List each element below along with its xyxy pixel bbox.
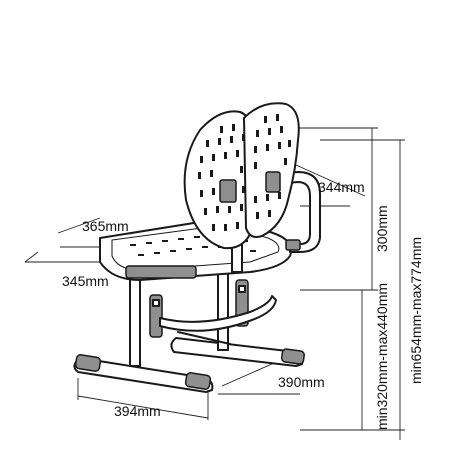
seat-bracket (125, 265, 197, 279)
seat-width-arrow (57, 217, 101, 234)
label-base-width: 394mm (114, 403, 161, 419)
label-backrest-height: 300mm (374, 205, 390, 252)
rear-leg-outer (217, 269, 229, 351)
backrest-bracket-left (219, 179, 237, 203)
backrest-bracket-right (265, 171, 281, 193)
lower-crossbar (177, 331, 231, 345)
backrest-width-arrow (295, 164, 366, 197)
seat-depth-arrow (24, 251, 39, 263)
label-seat-width: 365mm (82, 218, 129, 234)
front-foot-cap-right (184, 372, 212, 390)
front-foot-cap-left (74, 354, 102, 372)
dimension-labels: 365mm 345mm 344mm 390mm 394mm 300mm min3… (62, 179, 424, 430)
label-seat-height-range: min320mm-max440mm (374, 283, 390, 430)
footrest-bar (159, 295, 277, 332)
label-base-depth: 390mm (278, 374, 325, 390)
label-seat-depth: 345mm (62, 273, 109, 289)
base-width-line (77, 395, 209, 419)
rear-foot-cap (280, 348, 305, 365)
chair-base (73, 337, 305, 393)
rear-leg-knob (238, 285, 246, 293)
label-total-height-range: min654mm-max774mm (408, 237, 424, 384)
backrest-right-holes (254, 114, 291, 219)
backrest-tube-joint (285, 239, 301, 251)
chair-legs (129, 269, 277, 367)
label-backrest-width: 344mm (318, 179, 365, 195)
backrest-left-holes (198, 124, 245, 231)
front-leg-knob (152, 299, 160, 307)
backrest-panels (183, 102, 300, 250)
front-leg-outer (129, 269, 141, 367)
backrest-right-panel (243, 102, 300, 238)
